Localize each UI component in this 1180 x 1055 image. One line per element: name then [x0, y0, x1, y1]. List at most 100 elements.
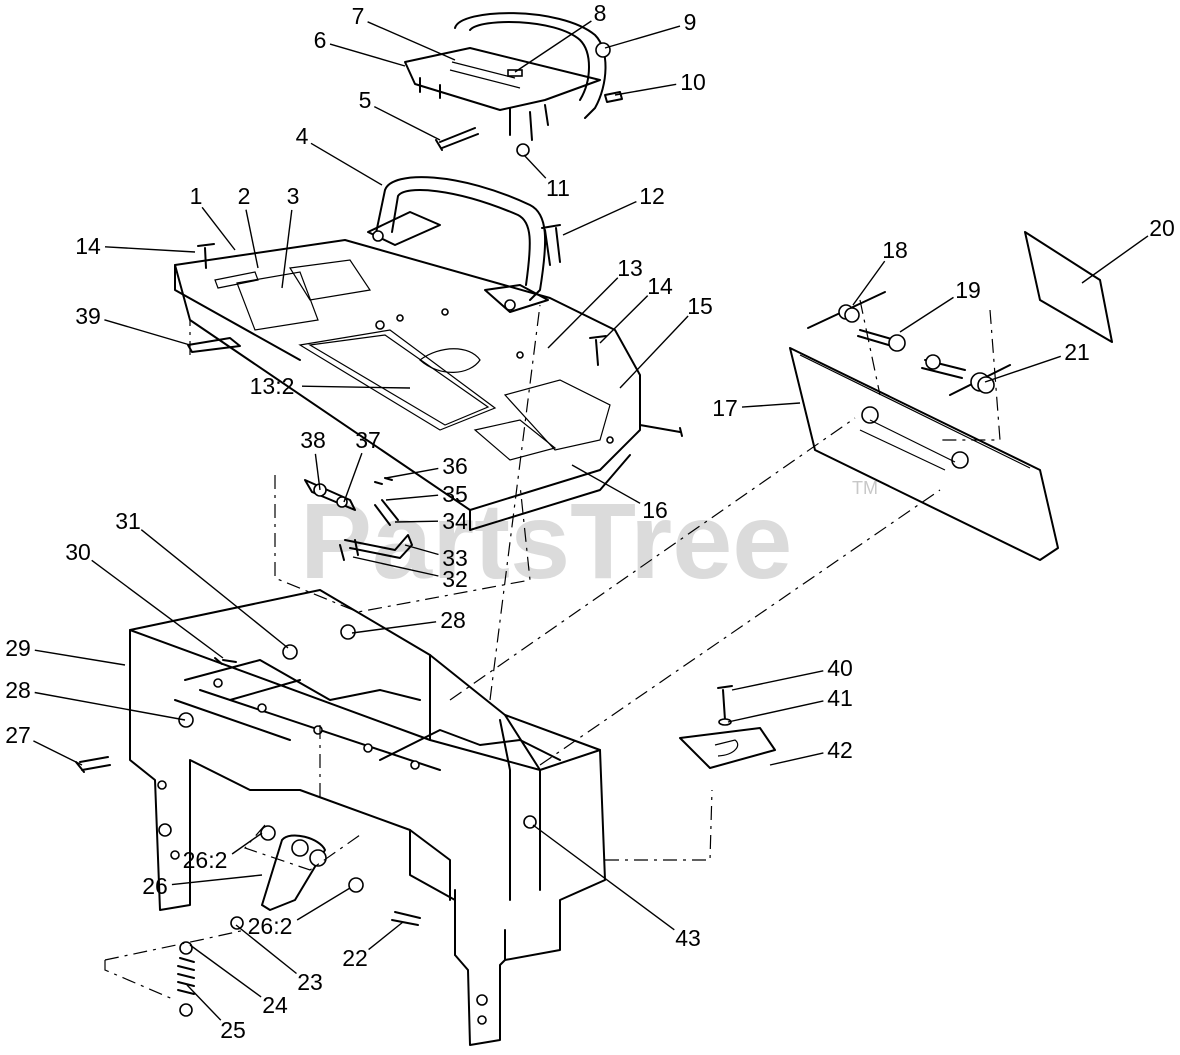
callout-label: 25 [220, 1017, 246, 1043]
callout-c23: 23 [235, 924, 323, 995]
callout-c40: 40 [731, 655, 853, 691]
callout-label: 21 [1064, 339, 1090, 365]
leader-line [599, 295, 649, 344]
bushing-26-2a [260, 825, 276, 841]
callout-label: 4 [296, 123, 309, 149]
callout-label: 2 [238, 183, 251, 209]
callout-c1: 1 [190, 183, 236, 251]
callout-c12: 12 [562, 183, 665, 236]
nut-28b [178, 712, 194, 728]
leader-line [140, 529, 289, 649]
decal-13-2 [298, 329, 497, 431]
callout-label: 26:2 [183, 847, 228, 873]
callout-label: 26:2 [248, 913, 293, 939]
callout-c11: 11 [523, 154, 570, 201]
callout-c20: 20 [1081, 215, 1175, 284]
callout-label: 9 [684, 9, 697, 35]
leader-line [281, 209, 293, 289]
callout-c8: 8 [514, 0, 607, 73]
pin-19 [857, 329, 906, 352]
callout-c3: 3 [281, 183, 300, 289]
callout-c31: 31 [115, 508, 289, 649]
leader-line [769, 752, 824, 766]
callout-c16: 16 [571, 464, 668, 523]
callout-label: 30 [65, 539, 91, 565]
leader-line [604, 25, 681, 49]
callout-label: 8 [594, 0, 607, 26]
callout-c33: 33 [404, 544, 468, 571]
decal-2 [214, 271, 259, 289]
leader-line [34, 691, 186, 721]
callout-label: 15 [687, 293, 713, 319]
callout-c34: 34 [394, 508, 468, 534]
callout-c7: 7 [352, 3, 456, 61]
leader-line [571, 464, 641, 504]
callout-c9: 9 [604, 9, 697, 49]
bracket-assembly-33 [304, 477, 413, 561]
decal-3 [236, 271, 319, 331]
callout-label: 24 [262, 992, 288, 1018]
nut-31 [282, 644, 298, 660]
callout-c36: 36 [385, 453, 468, 479]
leader-line [171, 874, 263, 886]
pin-21 [921, 354, 1011, 396]
leader-line [562, 200, 637, 236]
callout-c42: 42 [769, 737, 853, 766]
callout-c15: 15 [619, 293, 713, 389]
callout-label: 26 [142, 873, 168, 899]
callout-c26_2a: 26:2 [183, 832, 263, 873]
callout-label: 14 [647, 273, 673, 299]
leader-line [352, 556, 439, 577]
callout-label: 35 [442, 481, 468, 507]
bolt-5 [435, 127, 479, 151]
leader-line [404, 544, 439, 556]
plug-10 [604, 91, 623, 103]
callout-c21: 21 [984, 339, 1090, 383]
leader-line [741, 402, 801, 408]
callout-label: 28 [5, 677, 31, 703]
callout-c32: 32 [352, 556, 468, 592]
callout-c18: 18 [852, 237, 908, 306]
callout-c27: 27 [5, 722, 83, 766]
decal-8 [507, 69, 523, 77]
callout-label: 27 [5, 722, 31, 748]
leader-line [731, 670, 824, 691]
callout-c43: 43 [532, 824, 701, 951]
callout-label: 19 [955, 277, 981, 303]
callout-c29: 29 [5, 635, 126, 666]
bolt-27 [75, 756, 111, 773]
bolt-14a [197, 243, 215, 269]
bolt-30 [214, 657, 237, 665]
leader-line [201, 206, 236, 251]
callout-label: 3 [287, 183, 300, 209]
bolt-14b [589, 335, 607, 366]
bolt-40 [717, 685, 733, 721]
bolt-22 [391, 911, 421, 926]
callout-label: 10 [680, 69, 706, 95]
bushing-26-2b [348, 877, 364, 893]
leader-line [329, 43, 406, 67]
leader-line [984, 355, 1062, 383]
leader-line [33, 740, 83, 766]
leader-line [1081, 235, 1149, 284]
spring-25 [177, 941, 195, 1017]
callout-label: 20 [1149, 215, 1175, 241]
callout-c30: 30 [65, 539, 224, 659]
leader-line [532, 824, 675, 931]
leader-line [351, 621, 437, 634]
callout-label: 32 [442, 566, 468, 592]
callout-label: 12 [639, 183, 665, 209]
nut-23 [230, 916, 244, 930]
callout-c14a: 14 [75, 233, 196, 259]
nut-28a [340, 624, 356, 640]
callout-label: 36 [442, 453, 468, 479]
callout-c13_2: 13:2 [250, 373, 411, 399]
callout-c37: 37 [343, 427, 381, 503]
leader-line [367, 21, 456, 61]
leader-line [235, 924, 297, 975]
callout-label: 38 [300, 427, 326, 453]
leader-line [727, 700, 824, 723]
leader-line [394, 520, 439, 523]
leader-line [314, 453, 321, 491]
